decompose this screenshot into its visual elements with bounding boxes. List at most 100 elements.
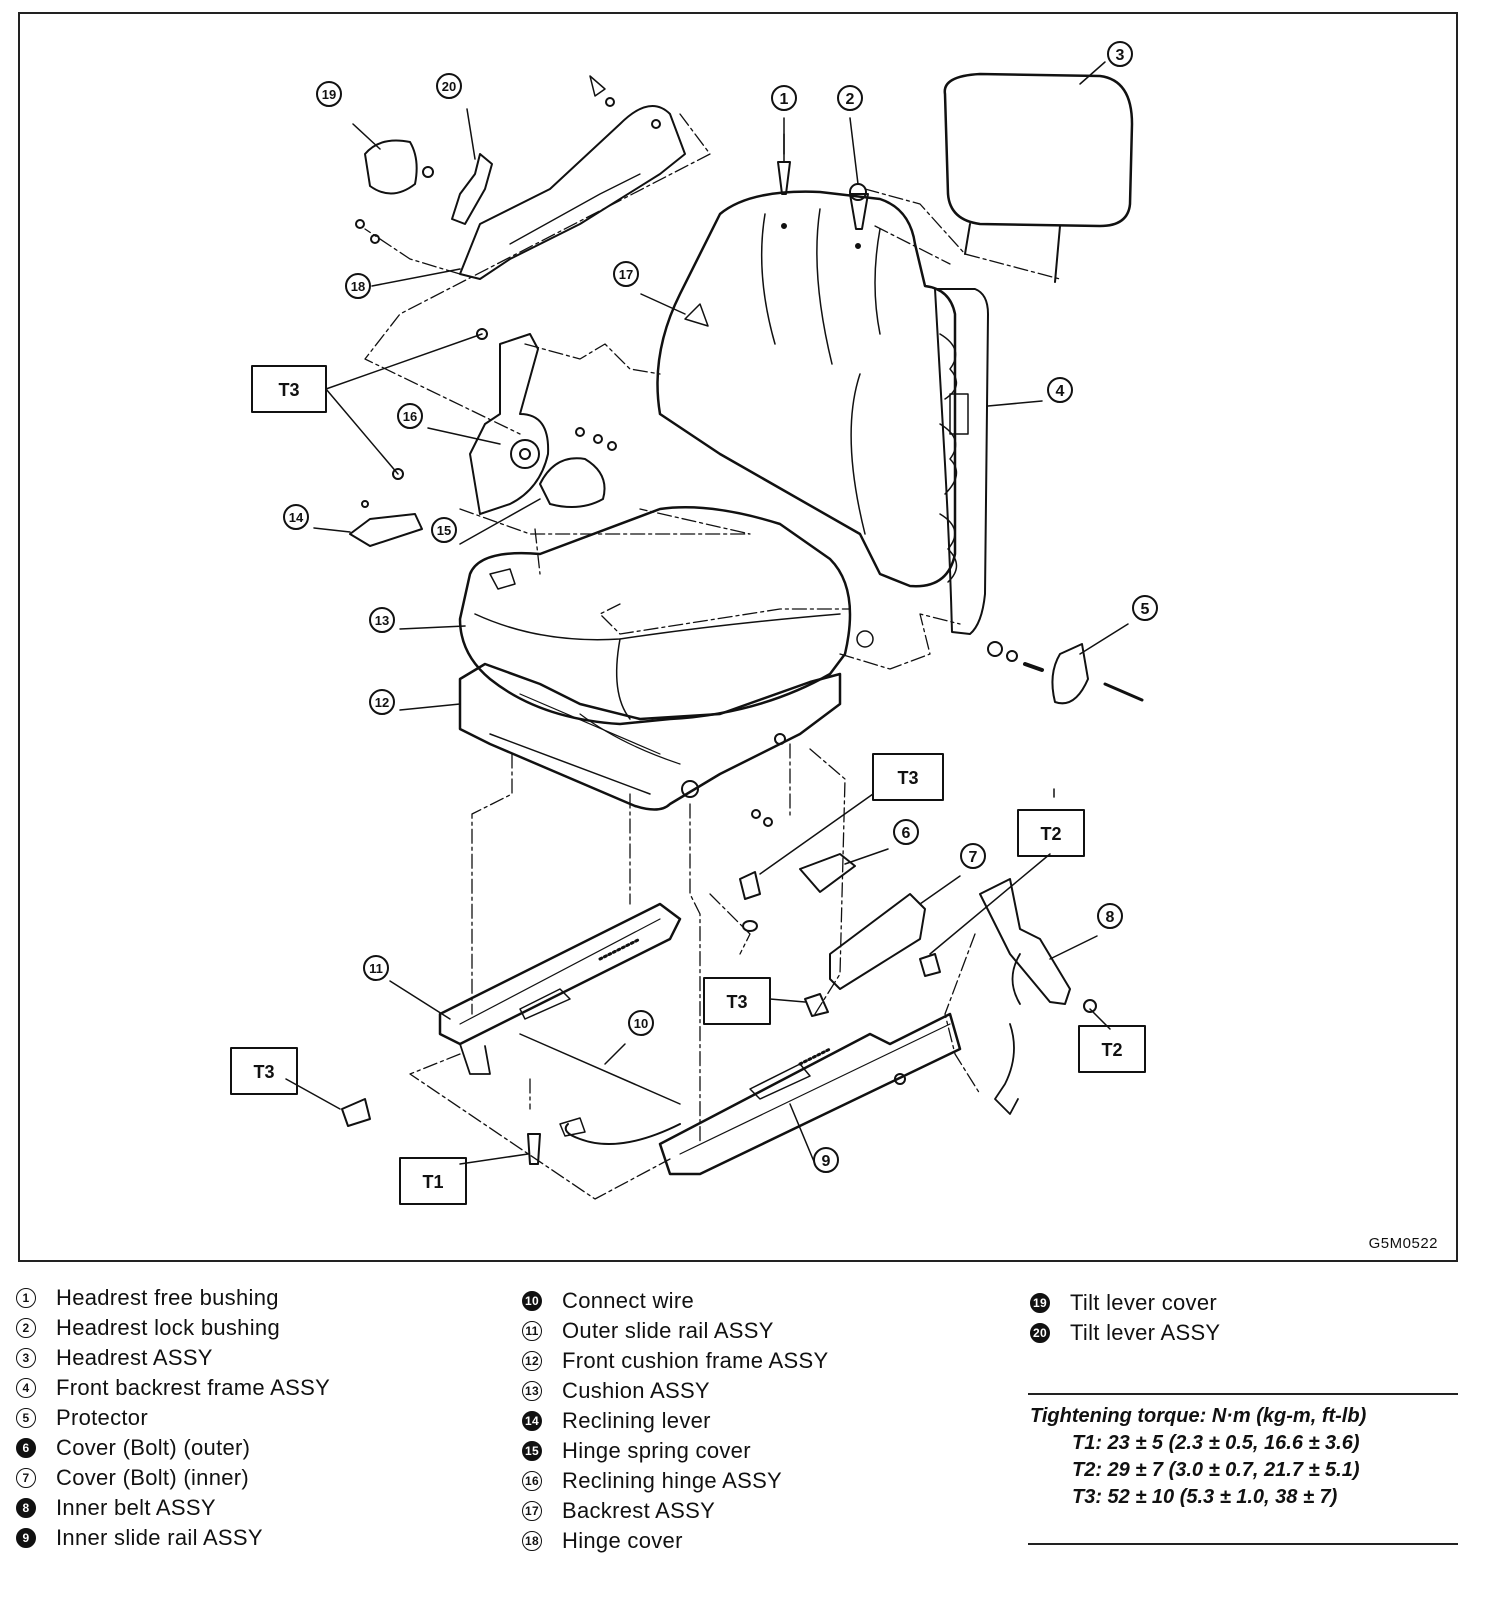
torque-tag-t1: T1 <box>399 1157 467 1205</box>
legend-label: Protector <box>56 1405 148 1430</box>
reclining-lever-part <box>349 513 423 547</box>
callout-12: 12 <box>369 689 395 715</box>
tilt-lever-cover-part <box>364 139 418 195</box>
torque-tag-t3-mid: T3 <box>872 753 944 801</box>
legend-label: Tilt lever ASSY <box>1070 1320 1221 1345</box>
svg-text:T2: T2 <box>1101 1040 1122 1060</box>
legend-number: 17 <box>522 1501 542 1521</box>
legend-number: 6 <box>16 1438 36 1458</box>
legend-item: 19 Tilt lever cover <box>1030 1290 1217 1316</box>
callout-4: 4 <box>1047 377 1073 403</box>
legend-label: Reclining lever <box>562 1408 711 1433</box>
legend-label: Backrest ASSY <box>562 1498 716 1523</box>
inner-slide-rail-part <box>519 1012 962 1176</box>
svg-text:7: 7 <box>969 849 978 866</box>
svg-text:9: 9 <box>822 1153 831 1170</box>
svg-text:T3: T3 <box>897 768 918 788</box>
torque-tag-t3-upper: T3 <box>251 365 327 413</box>
svg-text:T1: T1 <box>422 1172 443 1192</box>
svg-text:12: 12 <box>375 695 389 710</box>
legend-number: 3 <box>16 1348 36 1368</box>
callout-11: 11 <box>363 955 389 981</box>
legend-label: Front backrest frame ASSY <box>56 1375 331 1400</box>
callout-1: 1 <box>771 85 797 111</box>
svg-text:4: 4 <box>1056 383 1065 400</box>
legend-label: Connect wire <box>562 1288 694 1313</box>
legend-number: 13 <box>522 1381 542 1401</box>
legend-number: 16 <box>522 1471 542 1491</box>
legend-item: 8 Inner belt ASSY <box>16 1495 216 1521</box>
legend-item: 3 Headrest ASSY <box>16 1345 213 1371</box>
cushion-part <box>458 506 852 726</box>
legend-item: 16 Reclining hinge ASSY <box>522 1468 782 1494</box>
svg-text:16: 16 <box>403 409 417 424</box>
legend-number: 5 <box>16 1408 36 1428</box>
legend-label: Inner belt ASSY <box>56 1495 216 1520</box>
legend-item: 17 Backrest ASSY <box>522 1498 715 1524</box>
legend-number: 11 <box>522 1321 542 1341</box>
torque-tag-t2-upper: T2 <box>1017 809 1085 857</box>
callout-2: 2 <box>837 85 863 111</box>
svg-text:20: 20 <box>442 79 456 94</box>
callout-6: 6 <box>893 819 919 845</box>
tightening-torque-box: Tightening torque: N·m (kg-m, ft-lb) T1:… <box>1028 1393 1458 1545</box>
cushion-frame-part <box>458 662 842 811</box>
legend-label: Cover (Bolt) (inner) <box>56 1465 250 1490</box>
callout-20: 20 <box>436 73 462 99</box>
svg-text:18: 18 <box>351 279 365 294</box>
svg-text:2: 2 <box>846 91 855 108</box>
headrest-part <box>943 72 1134 283</box>
legend-item: 5 Protector <box>16 1405 148 1431</box>
torque-title: Tightening torque: N·m (kg-m, ft-lb) <box>1030 1405 1367 1427</box>
callout-19: 19 <box>316 81 342 107</box>
svg-text:11: 11 <box>369 961 383 976</box>
legend-label: Headrest ASSY <box>56 1345 213 1370</box>
svg-text:6: 6 <box>902 825 911 842</box>
svg-text:14: 14 <box>289 510 304 525</box>
legend-label: Tilt lever cover <box>1070 1290 1218 1315</box>
svg-text:5: 5 <box>1141 601 1150 618</box>
exploded-seat-diagram: 1 2 3 4 5 6 7 8 9 10 11 12 13 14 15 16 1… <box>230 41 1158 1205</box>
legend-label: Headrest lock bushing <box>56 1315 280 1340</box>
callout-3: 3 <box>1107 41 1133 67</box>
callout-8: 8 <box>1097 903 1123 929</box>
svg-text:T3: T3 <box>278 380 299 400</box>
legend-number: 7 <box>16 1468 36 1488</box>
legend-label: Inner slide rail ASSY <box>56 1525 263 1550</box>
svg-text:8: 8 <box>1106 909 1115 926</box>
legend-item: 4 Front backrest frame ASSY <box>16 1375 330 1401</box>
leader-lines <box>285 61 1129 1165</box>
legend-label: Cushion ASSY <box>562 1378 710 1403</box>
legend-label: Front cushion frame ASSY <box>562 1348 829 1373</box>
diagram-frame: 1 2 3 4 5 6 7 8 9 10 11 12 13 14 15 16 1… <box>18 12 1458 1262</box>
svg-text:T3: T3 <box>726 992 747 1012</box>
legend-number: 10 <box>522 1291 542 1311</box>
torque-tag-t2-lower: T2 <box>1078 1025 1146 1073</box>
legend-label: Headrest free bushing <box>56 1285 279 1310</box>
backrest-part <box>656 190 957 588</box>
callout-18: 18 <box>345 273 371 299</box>
svg-text:17: 17 <box>619 267 633 282</box>
legend-number: 8 <box>16 1498 36 1518</box>
torque-tag-t3-rail: T3 <box>703 977 771 1025</box>
legend-item: 2 Headrest lock bushing <box>16 1315 280 1341</box>
tilt-lever-part <box>451 153 493 225</box>
legend-number: 4 <box>16 1378 36 1398</box>
backrest-frame-part <box>934 288 989 635</box>
torque-t2: T2: 29 ± 7 (3.0 ± 0.7, 21.7 ± 5.1) <box>1072 1459 1360 1481</box>
legend-label: Outer slide rail ASSY <box>562 1318 774 1343</box>
callout-5: 5 <box>1132 595 1158 621</box>
legend-number: 19 <box>1030 1293 1050 1313</box>
callout-17: 17 <box>613 261 639 287</box>
legend-label: Hinge cover <box>562 1528 683 1553</box>
outer-slide-rail-part <box>438 902 682 1075</box>
legend-item: 11 Outer slide rail ASSY <box>522 1318 774 1344</box>
callout-16: 16 <box>397 403 423 429</box>
svg-text:10: 10 <box>634 1016 648 1031</box>
hinge-spring-cover-part <box>539 457 606 509</box>
legend-number: 2 <box>16 1318 36 1338</box>
legend-label: Reclining hinge ASSY <box>562 1468 783 1493</box>
svg-text:15: 15 <box>437 523 451 538</box>
